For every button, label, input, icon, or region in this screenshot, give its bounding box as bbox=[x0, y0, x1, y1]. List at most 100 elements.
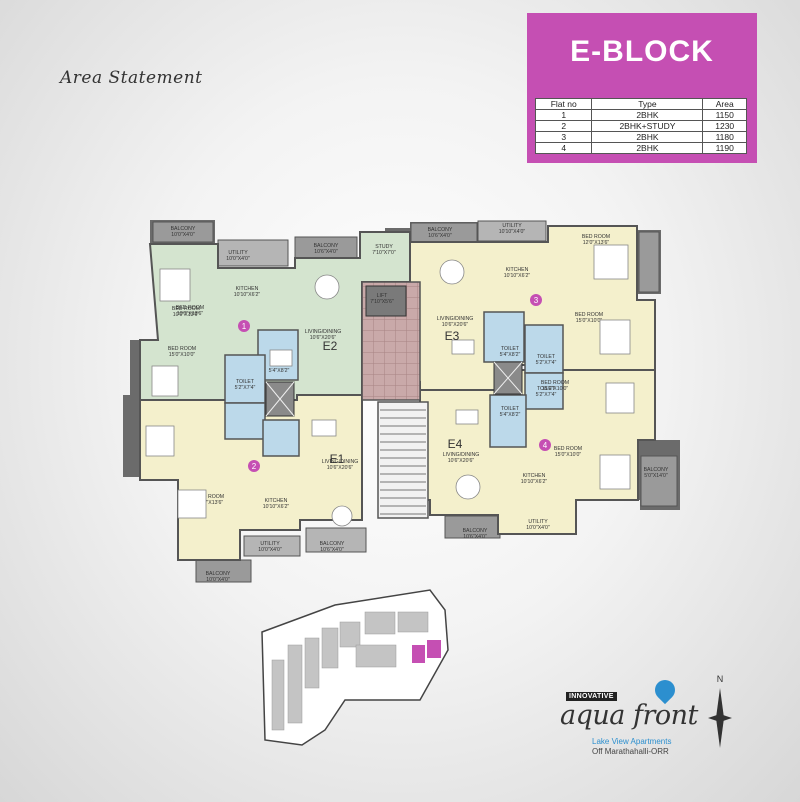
room-size: 10'10"X4'0" bbox=[499, 229, 526, 235]
room-size: 10'0"X4'0" bbox=[526, 525, 550, 531]
unit-number-badge bbox=[539, 439, 551, 451]
brand-location: Off Marathahalli-ORR bbox=[592, 747, 669, 756]
site-map bbox=[261, 589, 449, 746]
room-name: BED ROOM bbox=[176, 305, 204, 311]
room-name: LIVING/DINING bbox=[443, 452, 480, 458]
room-name: BALCONY bbox=[314, 243, 339, 249]
room-name: STUDY bbox=[375, 244, 393, 250]
room-name: KITCHEN bbox=[265, 498, 288, 504]
unit-number-badge bbox=[530, 294, 542, 306]
block-title: E-BLOCK bbox=[570, 35, 714, 68]
unit-code: E4 bbox=[448, 437, 463, 451]
unit-number: 4 bbox=[543, 441, 548, 450]
room-name: BALCONY bbox=[171, 226, 196, 232]
unit-code: E2 bbox=[323, 339, 338, 353]
room-name: BALCONY bbox=[428, 227, 453, 233]
room-size: 5'0"X14'0" bbox=[644, 473, 668, 479]
unit-number: 3 bbox=[534, 296, 539, 305]
cell: 1190 bbox=[702, 142, 747, 154]
cell: 2BHK bbox=[591, 142, 704, 154]
room-size: 10'6"X4'0" bbox=[463, 534, 487, 540]
room-size: 10'0"X4'0" bbox=[206, 577, 230, 583]
room-size: 7'10"X7'0" bbox=[372, 250, 396, 256]
room-name: LIVING/DINING bbox=[305, 329, 342, 335]
brand-logo: INNOVATIVE aqua front Lake View Apartmen… bbox=[560, 675, 710, 775]
room-size: 10'10"X6'2" bbox=[504, 273, 531, 279]
room-size: 10'6"X4'0" bbox=[320, 547, 344, 553]
room-name: BALCONY bbox=[644, 467, 669, 473]
room-name: LIVING/DINING bbox=[437, 316, 474, 322]
room-size: 5'2"X7'4" bbox=[536, 392, 557, 398]
room-name: BED ROOM bbox=[172, 306, 200, 312]
room-name: BED ROOM bbox=[554, 446, 582, 452]
room-size: 15'0"X10'0" bbox=[542, 386, 569, 392]
area-statement-heading: Area Statement bbox=[60, 68, 203, 88]
compass-north-icon: N bbox=[708, 674, 732, 748]
staircase bbox=[377, 401, 429, 519]
room-size: 10'6"X20'6" bbox=[310, 335, 337, 341]
room-size: 10'0"X4'0" bbox=[226, 256, 250, 262]
room-name: BED ROOM bbox=[168, 346, 196, 352]
room-name: UTILITY bbox=[502, 223, 522, 229]
room-size: 10'0"X13'6" bbox=[197, 500, 224, 506]
room-name: TOILET bbox=[537, 354, 556, 360]
brand-name: aqua front bbox=[560, 700, 698, 731]
toilets bbox=[224, 311, 564, 457]
room-name: LIFT bbox=[377, 293, 388, 299]
room-size: 10'0"X13'6" bbox=[177, 311, 204, 317]
room-size: 10'0"X4'0" bbox=[171, 232, 195, 238]
room-size: 10'10"X6'2" bbox=[521, 479, 548, 485]
room-name: TOILET bbox=[501, 406, 520, 412]
room-name: BED ROOM bbox=[196, 494, 224, 500]
room-name: TOILET bbox=[537, 386, 556, 392]
unit-number: 1 bbox=[242, 322, 247, 331]
room-size: 10'10"X6'2" bbox=[263, 504, 290, 510]
room-name: LIVING/DINING bbox=[322, 459, 359, 465]
room-labels: BALCONY10'0"X4'0"UTILITY10'0"X4'0"BALCON… bbox=[168, 223, 669, 583]
site-map-e-block-highlight bbox=[412, 645, 425, 663]
cell: 4 bbox=[534, 142, 593, 154]
room-size: 15'0"X10'0" bbox=[169, 352, 196, 358]
room-name: BED ROOM bbox=[582, 234, 610, 240]
room-size: 10'6"X20'6" bbox=[442, 322, 469, 328]
room-name: BED ROOM bbox=[541, 380, 569, 386]
room-name: TOILET bbox=[501, 346, 520, 352]
room-size: 10'6"X20'6" bbox=[327, 465, 354, 471]
compass-label: N bbox=[717, 674, 724, 684]
room-name: TOILET bbox=[236, 379, 255, 385]
room-size: 10'6"X20'6" bbox=[448, 458, 475, 464]
room-size: 5'2"X7'4" bbox=[536, 360, 557, 366]
room-size: 5'4"X8'2" bbox=[269, 368, 290, 374]
room-name: KITCHEN bbox=[523, 473, 546, 479]
room-size: 10'0"X4'0" bbox=[258, 547, 282, 553]
room-size: 10'0"X13'6" bbox=[173, 312, 200, 318]
room-name: KITCHEN bbox=[506, 267, 529, 273]
room-size: 15'0"X10'0" bbox=[555, 452, 582, 458]
table-header-row: Flat no Type Area bbox=[534, 98, 747, 110]
unit-number: 2 bbox=[252, 462, 257, 471]
room-name: BED ROOM bbox=[575, 312, 603, 318]
unit-e1 bbox=[139, 394, 363, 561]
brand-tagline: Lake View Apartments bbox=[592, 737, 672, 746]
room-size: 5'4"X8'2" bbox=[500, 352, 521, 358]
unit-number-badge bbox=[238, 320, 250, 332]
brand-maker: INNOVATIVE bbox=[566, 692, 617, 701]
unit-code: E1 bbox=[330, 452, 345, 466]
room-size: 15'0"X10'0" bbox=[576, 318, 603, 324]
room-size: 10'6"X4'0" bbox=[428, 233, 452, 239]
room-size: 10'6"X4'0" bbox=[314, 249, 338, 255]
furniture bbox=[145, 244, 635, 527]
room-size: 12'0"X13'6" bbox=[583, 240, 610, 246]
lift bbox=[365, 285, 407, 317]
room-name: BALCONY bbox=[463, 528, 488, 534]
room-name: UTILITY bbox=[228, 250, 248, 256]
room-size: 10'10"X6'2" bbox=[234, 292, 261, 298]
